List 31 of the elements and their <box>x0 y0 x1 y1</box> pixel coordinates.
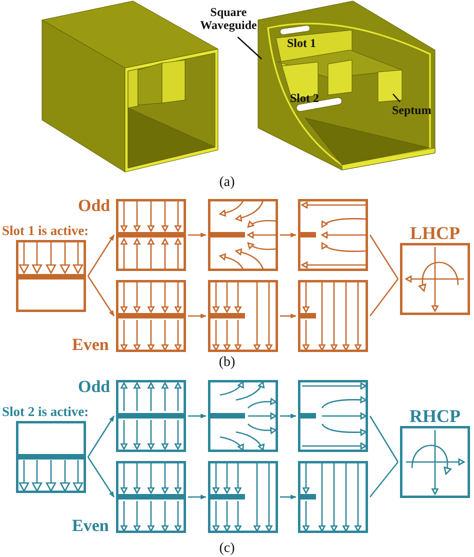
arrow <box>280 414 297 418</box>
mode-label: Odd <box>78 378 111 396</box>
arrow <box>280 232 297 238</box>
connector-line <box>369 278 399 316</box>
arrow <box>87 234 115 276</box>
arrow <box>280 494 297 500</box>
connector-line <box>369 416 399 462</box>
part-label: Slot 1 <box>287 37 316 49</box>
polarization-label: RHCP <box>410 407 462 426</box>
polarization-label: LHCP <box>410 224 461 243</box>
arrow <box>280 314 297 318</box>
mode-label: Odd <box>78 197 111 215</box>
arrow <box>188 314 207 318</box>
panel-label: (a) <box>218 176 236 190</box>
arrow <box>188 232 207 238</box>
port-label: Slot 1 is active: <box>2 224 90 238</box>
mode-label: Even <box>72 517 110 535</box>
arrow <box>87 276 115 316</box>
connector-line <box>370 462 398 498</box>
arrow <box>188 494 207 500</box>
port-label: Slot 2 is active: <box>2 405 90 420</box>
arrow <box>87 416 115 458</box>
mode-label: Even <box>72 336 110 354</box>
part-label: Square Waveguide <box>200 6 257 32</box>
arrow <box>188 414 207 418</box>
panel-label: (b) <box>218 356 236 370</box>
connector-line <box>369 234 399 280</box>
leader-line <box>237 36 262 60</box>
arrow <box>87 456 115 498</box>
panel-label: (c) <box>218 542 236 556</box>
leader-line <box>392 94 400 102</box>
